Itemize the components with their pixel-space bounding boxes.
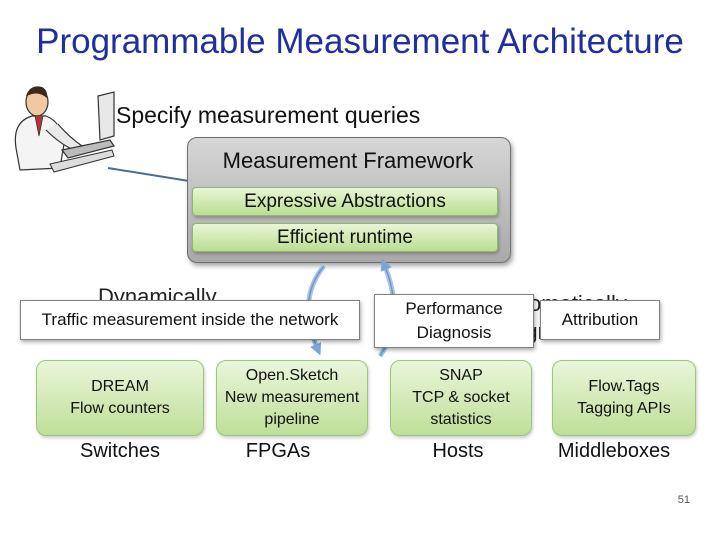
category-hosts: Hosts [432,440,484,462]
page-title: Programmable Measurement Architecture [36,22,684,61]
callout-attribution: Attribution [540,300,660,340]
device-snap: SNAP TCP & socket statistics [390,360,532,436]
device-opensketch: Open.Sketch New measurement pipeline [216,360,368,436]
device-snap-name: SNAP [439,367,483,384]
framework-title: Measurement Framework [222,148,474,173]
category-fpgas: FPGAs [245,440,311,462]
device-flowtags-desc: Tagging APIs [577,400,671,417]
device-snap-desc-2: statistics [430,411,492,428]
device-opensketch-desc-1: New measurement [224,389,360,406]
callout-performance-diagnosis: Performance Diagnosis [374,294,534,348]
layer-expressive-abstractions: Expressive Abstractions [192,187,498,216]
device-dream: DREAM Flow counters [36,360,204,436]
callout-performance-line1: Performance [405,299,503,318]
subtitle: Specify measurement queries [116,102,421,128]
callout-performance-line2: Diagnosis [416,323,492,342]
layer-efficient-runtime: Efficient runtime [192,223,498,252]
category-middleboxes: Middleboxes [557,440,671,462]
device-snap-desc-1: TCP & socket [412,389,510,406]
page-number: 51 [677,494,690,506]
device-flowtags: Flow.Tags Tagging APIs [552,360,696,436]
device-opensketch-desc-2: pipeline [264,411,320,428]
device-dream-name: DREAM [91,378,149,395]
operator-icon [14,86,115,173]
device-opensketch-name: Open.Sketch [245,367,339,384]
category-switches: Switches [79,440,161,462]
callout-traffic-measurement: Traffic measurement inside the network [20,300,360,340]
device-dream-desc: Flow counters [70,400,170,417]
device-flowtags-name: Flow.Tags [588,378,660,395]
